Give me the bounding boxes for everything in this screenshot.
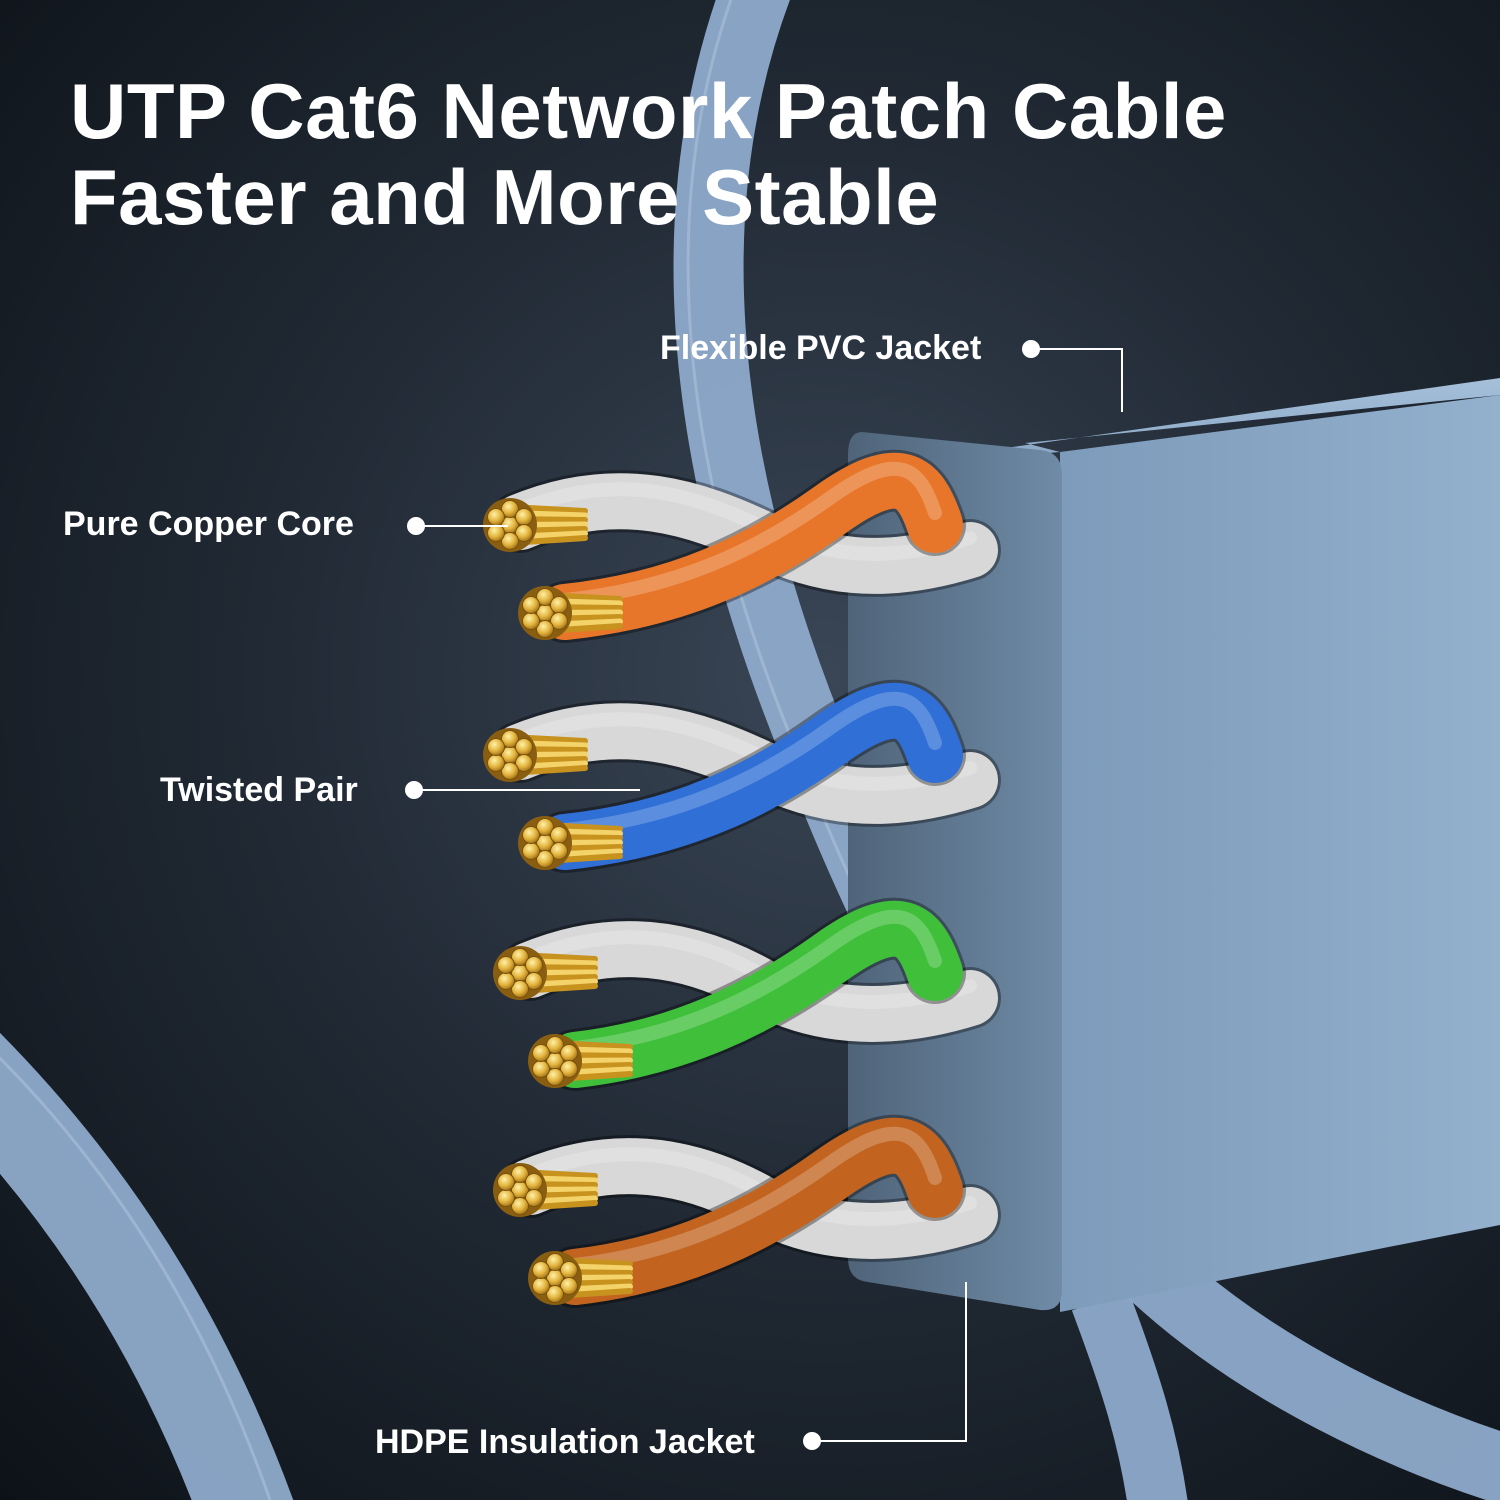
callout-pvc-jacket: Flexible PVC Jacket xyxy=(660,329,982,367)
blue-wire xyxy=(537,682,963,870)
copper-core-brown xyxy=(528,1251,633,1305)
leader-twisted-pair xyxy=(405,781,640,799)
cable-top-surface xyxy=(850,378,1500,470)
callout-hdpe-jacket: HDPE Insulation Jacket xyxy=(375,1423,755,1461)
leader-pvc-jacket xyxy=(1022,340,1123,412)
title-line-1: UTP Cat6 Network Patch Cable xyxy=(70,67,1227,155)
leader-copper-core xyxy=(407,517,508,535)
copper-core-white-brown xyxy=(493,1163,598,1217)
copper-core-green xyxy=(528,1034,633,1088)
cable-loop-left xyxy=(0,1032,294,1500)
cable-side-surface xyxy=(1060,395,1500,1312)
copper-core-white-green xyxy=(493,946,598,1000)
title-line-2: Faster and More Stable xyxy=(70,153,940,241)
wire-pair-brown xyxy=(493,1114,1001,1308)
green-wire xyxy=(547,900,963,1088)
brown-wire xyxy=(547,1117,963,1305)
copper-core-orange xyxy=(518,586,623,640)
wire-pair-orange xyxy=(483,449,1001,643)
cable-front-face xyxy=(848,432,1062,1311)
callout-copper-core: Pure Copper Core xyxy=(63,505,354,543)
twisted-pairs xyxy=(483,449,1001,1308)
callout-leaders xyxy=(405,340,1123,1450)
leader-hdpe-jacket xyxy=(803,1282,967,1450)
callout-twisted-pair: Twisted Pair xyxy=(160,771,358,809)
orange-wire xyxy=(537,452,963,640)
wire-pair-blue xyxy=(483,679,1001,873)
cable-loop-right xyxy=(1071,1289,1188,1500)
copper-core-white-orange xyxy=(483,498,588,552)
wire-pair-green xyxy=(493,897,1001,1091)
copper-core-white-blue xyxy=(483,728,588,782)
copper-core-blue xyxy=(518,816,623,870)
flat-cable-body xyxy=(848,378,1500,1312)
